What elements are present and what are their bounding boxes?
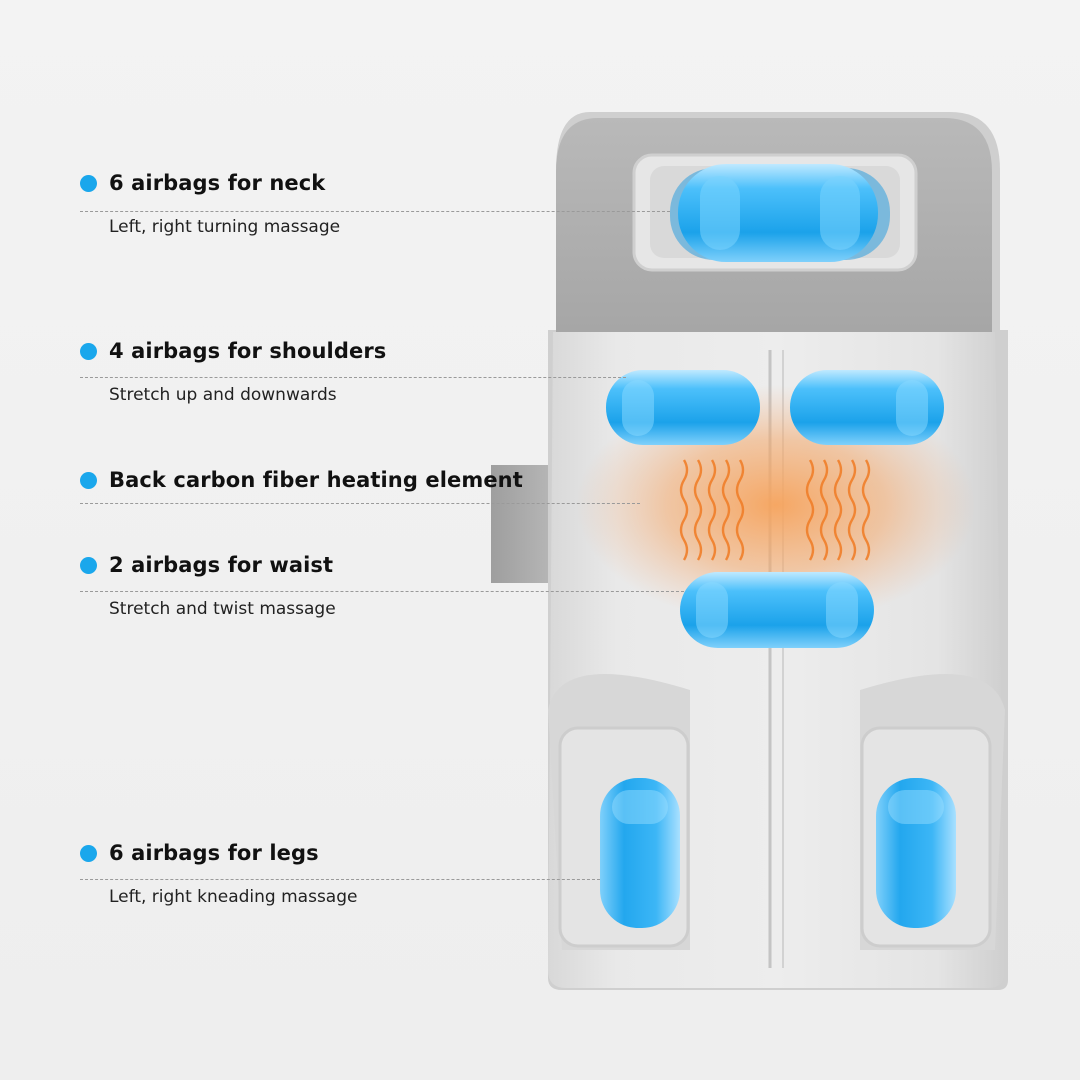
leg-airbag-right	[876, 778, 956, 928]
leader-line-heating	[80, 503, 640, 504]
bullet-dot	[80, 342, 97, 360]
bullet-dot	[80, 174, 97, 192]
feature-legs: 6 airbags for legs Left, right kneading …	[80, 841, 357, 907]
feature-shoulders: 4 airbags for shoulders Stretch up and d…	[80, 339, 387, 405]
feature-description: Left, right kneading massage	[109, 887, 358, 907]
feature-waist: 2 airbags for waist Stretch and twist ma…	[80, 553, 336, 619]
heating-coil-right	[805, 459, 871, 561]
leader-line-legs	[80, 879, 600, 880]
bullet-dot	[80, 556, 97, 574]
bullet-dot	[80, 471, 97, 489]
feature-title: Back carbon fiber heating element	[109, 468, 523, 492]
leader-line-shoulders	[80, 377, 626, 378]
feature-title: 6 airbags for legs	[109, 841, 319, 865]
leg-airbag-left	[600, 778, 680, 928]
waist-airbag	[680, 572, 874, 648]
feature-heating: Back carbon fiber heating element	[80, 468, 523, 492]
feature-title: 6 airbags for neck	[109, 171, 326, 195]
bullet-dot	[80, 844, 97, 862]
feature-neck: 6 airbags for neck Left, right turning m…	[80, 171, 340, 237]
heating-coil-left	[679, 459, 745, 561]
leader-line-neck	[80, 211, 670, 212]
feature-description: Stretch up and downwards	[109, 385, 337, 405]
feature-title: 4 airbags for shoulders	[109, 339, 387, 363]
feature-description: Left, right turning massage	[109, 217, 341, 237]
leader-line-waist	[80, 591, 684, 592]
feature-description: Stretch and twist massage	[109, 599, 336, 619]
feature-title: 2 airbags for waist	[109, 553, 334, 577]
